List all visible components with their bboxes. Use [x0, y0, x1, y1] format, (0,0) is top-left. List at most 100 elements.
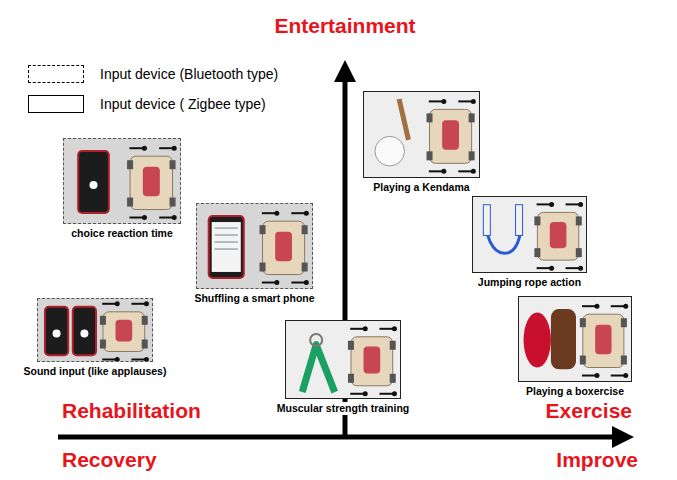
legend-text: Input device ( Zigbee type) [100, 95, 266, 113]
marker-stick [102, 358, 116, 360]
marker-ball [471, 169, 476, 174]
robot-core [442, 120, 459, 150]
photo-svg [64, 139, 181, 224]
robot-wheel [127, 160, 133, 169]
axis-arrowhead [612, 426, 634, 448]
device-photo [37, 298, 153, 362]
smartphone [78, 151, 109, 213]
rope-handle [516, 205, 523, 236]
marker-stick [611, 305, 625, 307]
robot-core [143, 167, 160, 196]
device-box: Jumping rope action [472, 196, 587, 289]
marker-stick [611, 375, 625, 377]
punch-pad [551, 309, 576, 369]
marker-ball [304, 280, 309, 285]
marker-ball [304, 211, 309, 216]
marker-stick [131, 358, 145, 360]
robot-wheel [580, 318, 586, 327]
axis-arrowhead [334, 60, 356, 82]
screen-line [215, 241, 238, 243]
marker-stick [379, 393, 393, 395]
marker-ball [115, 357, 120, 362]
photo-illustration [524, 304, 629, 378]
robot-core [363, 347, 380, 374]
device-caption: Playing a Kendama [371, 181, 471, 194]
photo-illustration [78, 146, 177, 220]
marker-stick [291, 212, 305, 214]
device-box: Muscular strength training [274, 320, 413, 415]
marker-stick [537, 203, 551, 205]
device-photo [518, 296, 632, 382]
boxing-glove [524, 312, 551, 367]
marker-ball [172, 215, 177, 220]
photo-illustration [483, 202, 583, 271]
device-photo [363, 91, 480, 178]
marker-stick [566, 267, 580, 269]
robot-wheel [576, 248, 582, 257]
robot-wheel [100, 316, 106, 325]
robot-wheel [142, 316, 148, 325]
photo-illustration [375, 99, 476, 174]
device-photo [285, 320, 401, 399]
marker-ball [441, 99, 446, 104]
marker-ball [363, 391, 368, 396]
robot-core [550, 222, 567, 248]
device-caption: Sound input (like applauses) [22, 365, 169, 378]
photo-svg [197, 204, 313, 289]
legend-row: Input device ( Zigbee type) [28, 95, 266, 113]
solid-sample [28, 95, 84, 113]
marker-ball [274, 211, 279, 216]
marker-ball [115, 301, 120, 306]
robot-body [583, 314, 624, 367]
robot-core [275, 232, 292, 261]
rope-handle [483, 205, 490, 236]
marker-stick [131, 303, 145, 305]
robot-body [103, 312, 145, 352]
screen-line [215, 248, 238, 250]
screen-dot [80, 329, 88, 337]
legend-row: Input device (Bluetooth type) [28, 65, 278, 83]
device-caption: Muscular strength training [275, 402, 411, 415]
axis-label: Improve [556, 448, 638, 472]
marker-stick [350, 393, 364, 395]
robot-wheel [469, 113, 475, 122]
marker-stick [582, 375, 596, 377]
device-box: Playing a Kendama [363, 91, 480, 194]
robot-wheel [142, 339, 148, 348]
marker-ball [549, 202, 554, 207]
marker-stick [291, 282, 305, 284]
photo-illustration [302, 326, 397, 396]
photo-svg [364, 92, 480, 178]
marker-ball [142, 146, 147, 151]
horizontal-axis [58, 435, 616, 440]
robot-core [115, 320, 132, 342]
grip-spring [310, 334, 322, 346]
robot-wheel [170, 198, 176, 207]
robot-wheel [348, 374, 354, 383]
robot-wheel [469, 151, 475, 160]
kendama-stick [399, 99, 408, 140]
device-photo [472, 196, 587, 273]
marker-ball [623, 373, 628, 378]
marker-stick [429, 170, 443, 172]
marker-stick [379, 328, 393, 330]
marker-ball [594, 373, 599, 378]
robot-wheel [348, 341, 354, 350]
axis-label: Exercise [546, 399, 632, 423]
marker-stick [159, 217, 173, 219]
marker-ball [578, 202, 583, 207]
robot-wheel [260, 263, 266, 272]
marker-stick [458, 100, 472, 102]
robot-wheel [260, 225, 266, 234]
photo-svg [473, 197, 587, 273]
photo-svg [519, 297, 632, 382]
marker-ball [392, 391, 397, 396]
marker-stick [582, 305, 596, 307]
robot-wheel [534, 216, 540, 225]
hand-grip [302, 345, 334, 392]
device-box: choice reaction time [63, 138, 181, 240]
marker-stick [429, 100, 443, 102]
marker-ball [144, 357, 149, 362]
device-caption: Shuffling a smart phone [192, 292, 316, 305]
